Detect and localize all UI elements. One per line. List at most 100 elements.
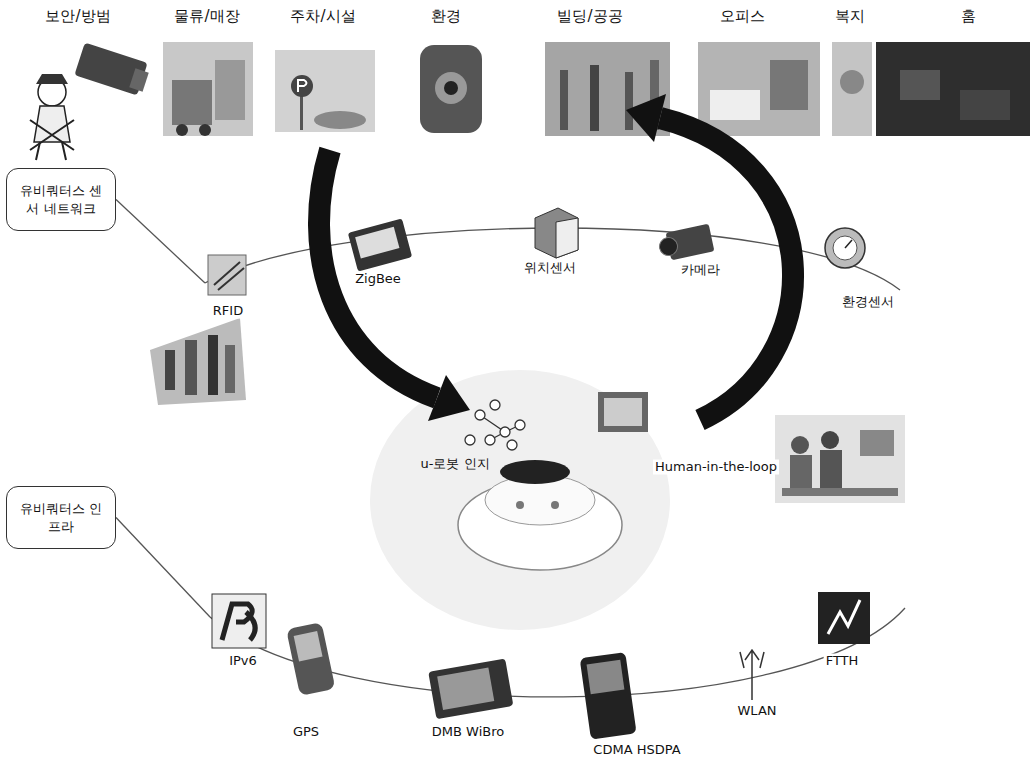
domain-label: 주차/시설 [288,8,357,25]
device-label: DMB WiBro [430,725,506,740]
robot [500,460,570,484]
domain-label: 오피스 [718,8,767,25]
flow-arrow [626,94,666,142]
box-text: 유비쿼터스 인프라 [15,500,107,535]
monitor-icon [598,392,648,432]
office-photo [770,60,808,110]
home-photo [960,90,1010,120]
people-photo [775,415,905,503]
security-cartoon [129,68,148,91]
sensor-dots [485,435,495,445]
logistics-photo [172,80,212,125]
dmb-device [428,658,513,719]
cdma-phone [580,652,637,740]
people-photo [821,431,839,449]
robot [516,501,524,509]
position-sensor [535,208,578,258]
dmb-device [437,667,494,710]
building-photo [560,70,568,130]
parking-photo [291,75,313,97]
sensor-dots [500,427,510,437]
security-cartoon [30,120,74,150]
gps-device [294,631,323,661]
logistics-photo [163,42,253,136]
logistics-photo [163,42,253,136]
building-photo [625,72,633,130]
domain-label: 복지 [833,8,867,25]
device-label: RFID [211,304,245,319]
device-label: 위치센서 [522,261,578,276]
ftth-icon [818,592,870,644]
logistics-photo [176,124,188,136]
environment-photo [420,45,482,133]
monitor-icon [604,398,642,426]
device-label: FTTH [824,654,861,669]
gps-device [286,622,335,696]
home-photo [876,42,1030,136]
device-label: WLAN [735,704,778,719]
leader-line [116,200,210,617]
cdma-phone [587,660,625,694]
domain-label: 홈 [959,8,978,25]
rfid-icon [208,255,246,295]
device-label: ZigBee [353,272,403,287]
environment-sensor [845,240,852,248]
flow-arrow [660,118,793,420]
device-label: u-로봇 인지 [418,457,491,472]
domain-label: 빌딩/공공 [555,8,624,25]
device-label: Human-in-the-loop [653,460,779,475]
office-photo [710,90,760,120]
environment-sensor [825,228,865,268]
sensor-dots [490,400,500,410]
robot [458,460,622,570]
wlan-antenna [740,650,764,700]
ipv6-logo [212,594,266,648]
category-box: 유비쿼터스 센서 네트워크 [6,168,116,231]
sensor-dots [465,400,525,450]
parking-photo [314,111,366,129]
people-photo [782,488,898,496]
robot-halo [370,370,670,630]
flow-arrow [319,94,793,421]
ftth-icon [818,592,870,644]
security-cartoon [36,74,68,84]
ftth-icon [828,600,860,634]
domain-label: 환경 [429,8,463,25]
security-cartoon [36,142,66,160]
parking-photo [275,50,375,132]
sensor-dots [475,410,485,420]
welfare-photo [832,42,872,136]
device-label: 환경센서 [840,295,896,310]
domain-label: 보안/방범 [43,8,112,25]
ipv6-logo [222,604,255,640]
home-photo [876,42,1030,136]
wlan-antenna [740,650,764,700]
domain-label: 물류/매장 [172,8,241,25]
city-photo [150,318,246,405]
environment-photo [435,72,467,104]
cdma-phone [580,652,637,740]
device-label: IPv6 [227,654,259,669]
box-text: 유비쿼터스 센서 네트워크 [15,182,107,217]
security-cartoon [30,43,149,160]
city-photo [208,335,218,395]
ipv6-logo [212,594,266,648]
environment-photo [444,81,458,95]
device-label: 카메라 [679,263,722,278]
device-label: CDMA HSDPA [591,743,682,758]
position-sensor [556,218,578,258]
device-label: GPS [291,725,321,740]
flow-arrow [319,150,437,398]
sensor-dots [465,435,475,445]
building-photo [590,65,599,131]
infra-orbit [210,608,905,697]
flow-arrow [428,375,470,421]
people-photo [775,415,905,503]
environment-sensor [833,236,857,260]
gps-device [286,622,335,696]
logistics-photo [215,60,245,120]
office-photo [698,42,820,136]
welfare-photo [832,42,872,136]
people-photo [791,436,809,454]
